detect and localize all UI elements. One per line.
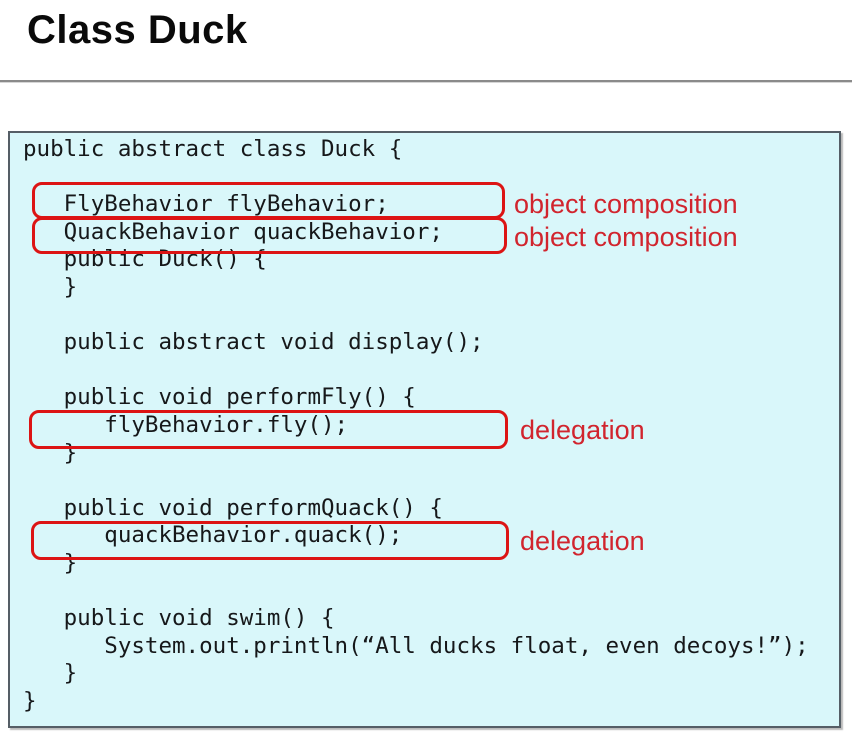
annotation-object-composition-1: object composition [514, 189, 738, 219]
code-panel: public abstract class Duck { FlyBehavior… [8, 131, 841, 728]
annotation-delegation-2: delegation [520, 526, 645, 556]
code-text: public abstract class Duck { FlyBehavior… [23, 136, 809, 714]
slide-title: Class Duck [27, 8, 248, 52]
highlight-box-quack-delegation-call [31, 521, 509, 560]
highlight-box-fly-delegation-call [29, 410, 508, 449]
annotation-object-composition-2: object composition [514, 222, 738, 252]
highlight-box-quack-behavior-field [32, 217, 507, 254]
title-divider [0, 80, 852, 83]
highlight-box-fly-behavior-field [32, 182, 505, 219]
annotation-delegation-1: delegation [520, 415, 645, 445]
